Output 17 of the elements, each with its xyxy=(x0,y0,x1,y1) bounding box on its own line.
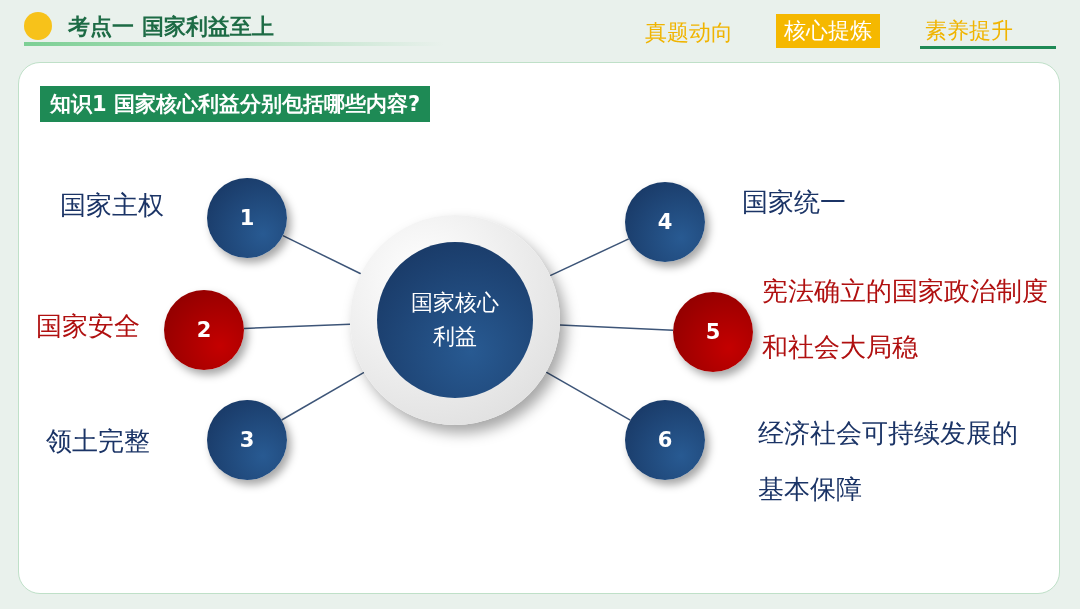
connector-line xyxy=(559,324,674,331)
item-label: 国家统一 xyxy=(742,186,847,219)
item-label: 国家主权 xyxy=(60,189,165,222)
item-label: 国家安全 xyxy=(36,310,141,343)
slide-title: 考点一 国家利益至上 xyxy=(68,13,274,41)
tab-link: 素养提升 xyxy=(924,17,1014,45)
question-heading: 知识1 国家核心利益分别包括哪些内容? xyxy=(40,86,431,122)
connector-line xyxy=(243,323,351,330)
item-label: 宪法确立的国家政治制度和社会大局稳 xyxy=(762,275,1049,364)
connector-line xyxy=(282,234,362,275)
connector-line xyxy=(545,371,631,421)
item-label: 经济社会可持续发展的基本保障 xyxy=(758,417,1019,506)
tab-link: 真题动向 xyxy=(644,19,734,47)
connector-line xyxy=(280,371,365,421)
connector-line xyxy=(549,238,630,277)
item-label: 领土完整 xyxy=(46,425,151,458)
active-tab: 核心提炼 xyxy=(776,14,880,48)
